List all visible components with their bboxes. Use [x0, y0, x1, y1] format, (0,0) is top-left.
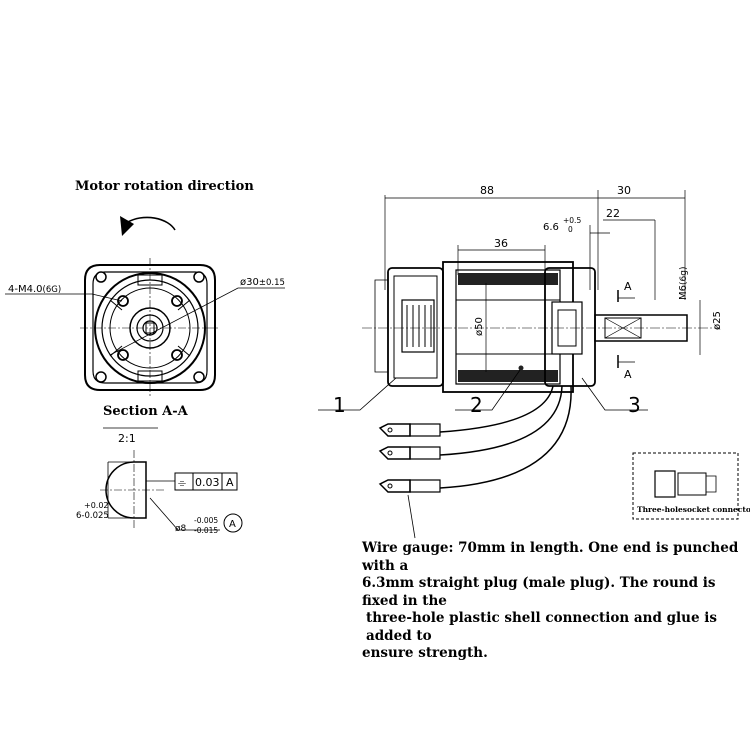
callout-1: 1 — [333, 393, 346, 417]
wire-note-line-1: Wire gauge: 70mm in length. One end is p… — [362, 540, 739, 574]
callout-2: 2 — [470, 393, 483, 417]
wire-note-line-2: 6.3mm straight plug (male plug). The rou… — [362, 575, 716, 609]
dimension-lines: 88 30 22 6.6 +0.5 0 36 — [384, 184, 686, 300]
dim-flange-tol2: 0 — [568, 225, 573, 234]
tolerance-symbol: ⌯ — [178, 478, 186, 489]
rotation-title: Motor rotation direction — [75, 179, 254, 194]
flat-tol-lower: 6-0.025 — [76, 511, 109, 521]
thread-label: 4-M4.0(6G) — [8, 284, 61, 295]
shaft-dia-label: ø8 — [175, 524, 187, 534]
lead-wires — [439, 385, 572, 489]
connector-inset: Three-holesocket connector — [632, 452, 750, 520]
dim-thread: M6(6g) — [678, 267, 689, 300]
diameter-label: ø30±0.15 — [240, 277, 285, 288]
connector-icon — [654, 470, 676, 498]
dim-body-dia: ø50 — [474, 317, 485, 336]
dim-shaft-inner: 22 — [606, 207, 620, 220]
dim-flange-tol: +0.5 — [563, 216, 581, 225]
callouts: 1 2 3 — [318, 369, 648, 417]
wire-note-line-3: three-hole plastic shell connection and … — [366, 610, 717, 644]
dim-magnet: 36 — [494, 237, 508, 250]
tolerance-frame: ⌯ 0.03 A — [174, 472, 238, 491]
tolerance-datum: A — [226, 476, 234, 489]
rotation-arrow-icon — [120, 216, 176, 236]
wire-note-line-4: ensure strength. — [362, 645, 488, 661]
shaft-dia-tol-upper: -0.005 — [194, 516, 218, 525]
flange-outline — [84, 264, 216, 391]
male-plugs — [378, 423, 441, 539]
section-title: Section A-A — [103, 404, 189, 419]
shaft-dia-tol-lower: -0.015 — [194, 526, 218, 535]
section-mark-top: A — [624, 280, 632, 293]
datum-circle-label: A — [229, 519, 236, 530]
end-view: Motor rotation direction — [5, 179, 285, 398]
dim-shaft: 30 — [617, 184, 631, 197]
mounting-pads — [95, 271, 205, 383]
dim-flange: 6.6 — [543, 222, 559, 233]
mounting-holes — [117, 295, 183, 361]
callout-3: 3 — [628, 393, 641, 417]
connector-caption: Three-holesocket connector — [637, 505, 750, 514]
section-a-a: Section A-A 2:1 ⌯ 0.03 A +0.02 6-0.025 ø… — [76, 404, 243, 535]
wire-note: Wire gauge: 70mm in length. One end is p… — [362, 540, 742, 663]
tolerance-value: 0.03 — [195, 476, 220, 489]
flat-tol-upper: +0.02 — [84, 501, 109, 510]
scale-label: 2:1 — [118, 432, 136, 445]
section-mark-bottom: A — [624, 368, 632, 381]
side-view: 88 30 22 6.6 +0.5 0 36 — [318, 184, 723, 539]
dim-overall: 88 — [480, 184, 494, 197]
dim-boss-dia: ø25 — [712, 311, 723, 330]
